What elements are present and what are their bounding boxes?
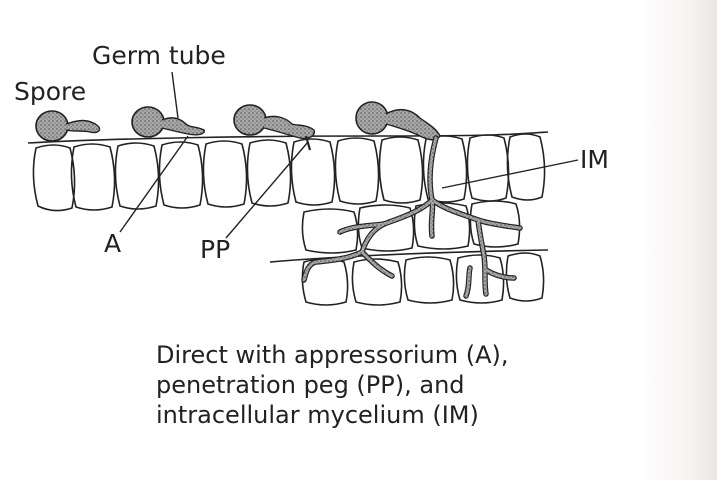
label-spore: Spore: [14, 78, 86, 106]
epidermal-cell: [33, 145, 74, 211]
leader-im: [442, 160, 578, 188]
spore-4: [356, 102, 440, 140]
leader-germ-tube: [172, 72, 178, 118]
caption-line-3: intracellular mycelium (IM): [156, 400, 509, 430]
epidermal-cell: [71, 144, 114, 210]
leader-lines: [120, 72, 578, 238]
epidermal-cell: [247, 140, 290, 206]
leader-appressorium: [120, 136, 188, 232]
label-appressorium: A: [104, 230, 121, 258]
spore-2: [132, 107, 204, 137]
germ-tube: [66, 121, 100, 133]
epidermal-cell: [203, 141, 246, 207]
caption-line-2: penetration peg (PP), and: [156, 370, 509, 400]
spore-1: [36, 111, 100, 141]
epidermal-cell: [507, 134, 544, 200]
mesophyll-cell: [404, 257, 453, 303]
leader-penetration-peg: [226, 142, 308, 238]
epidermal-cells: [33, 134, 544, 211]
epidermal-cell: [379, 137, 422, 203]
epidermal-cell: [335, 138, 378, 204]
figure-caption: Direct with appressorium (A), penetratio…: [156, 340, 509, 430]
epidermal-cell: [159, 142, 202, 208]
epidermal-cell: [467, 135, 508, 201]
caption-line-1: Direct with appressorium (A),: [156, 340, 509, 370]
germ-tube: [264, 116, 314, 138]
label-germ-tube: Germ tube: [92, 42, 226, 70]
spore-3: [234, 105, 314, 150]
label-intracellular-mycelium: IM: [580, 146, 609, 174]
epidermal-cell: [115, 143, 158, 209]
label-penetration-peg: PP: [200, 236, 230, 264]
epidermal-cell: [291, 139, 334, 205]
germ-tube: [162, 118, 204, 135]
